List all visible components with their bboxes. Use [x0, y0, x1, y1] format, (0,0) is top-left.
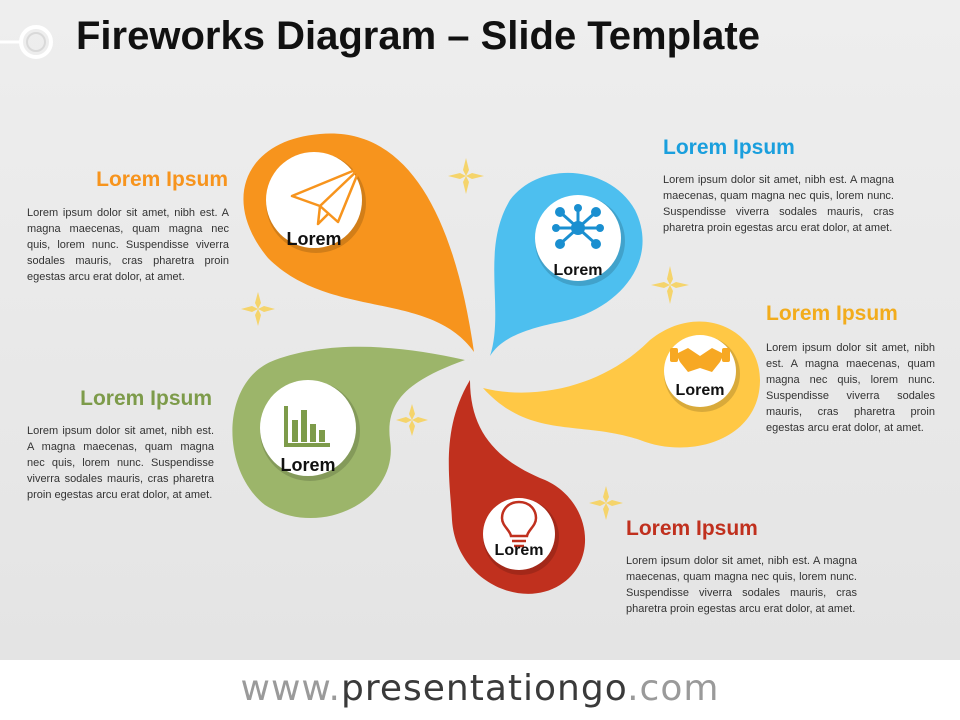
paper-plane-icon [290, 166, 362, 226]
yellow-body: Lorem ipsum dolor sit amet, nibh est. A … [766, 342, 935, 434]
blue-body: Lorem ipsum dolor sit amet, nibh est. A … [663, 174, 894, 234]
page-title: Fireworks Diagram – Slide Template [76, 14, 760, 58]
handshake-icon [670, 348, 730, 372]
yellow-circle-label: Lorem [675, 382, 725, 399]
red-body: Lorem ipsum dolor sit amet, nibh est. A … [626, 555, 857, 615]
fireworks-diagram [232, 133, 760, 594]
footer-bar [0, 660, 960, 720]
orange-heading: Lorem Ipsum [96, 168, 228, 191]
sparkle-decorations [241, 158, 689, 520]
orange-circle-label: Lorem [286, 229, 342, 249]
network-icon [552, 204, 604, 249]
footer-url: www.presentationgo.com [240, 668, 720, 709]
yellow-heading: Lorem Ipsum [766, 302, 898, 325]
green-heading: Lorem Ipsum [80, 387, 212, 410]
blue-circle-label: Lorem [553, 262, 603, 279]
green-circle-label: Lorem [280, 455, 336, 475]
lightbulb-icon [500, 500, 538, 548]
red-circle-label: Lorem [494, 542, 544, 559]
green-body: Lorem ipsum dolor sit amet, nibh est. A … [27, 425, 214, 501]
title-ornament-icon [0, 25, 53, 59]
blue-heading: Lorem Ipsum [663, 136, 795, 159]
blue-circle [535, 195, 621, 281]
orange-body: Lorem ipsum dolor sit amet, nibh est. A … [27, 207, 229, 283]
bar-chart-icon [284, 406, 330, 447]
green-circle [260, 380, 356, 476]
red-heading: Lorem Ipsum [626, 517, 758, 540]
